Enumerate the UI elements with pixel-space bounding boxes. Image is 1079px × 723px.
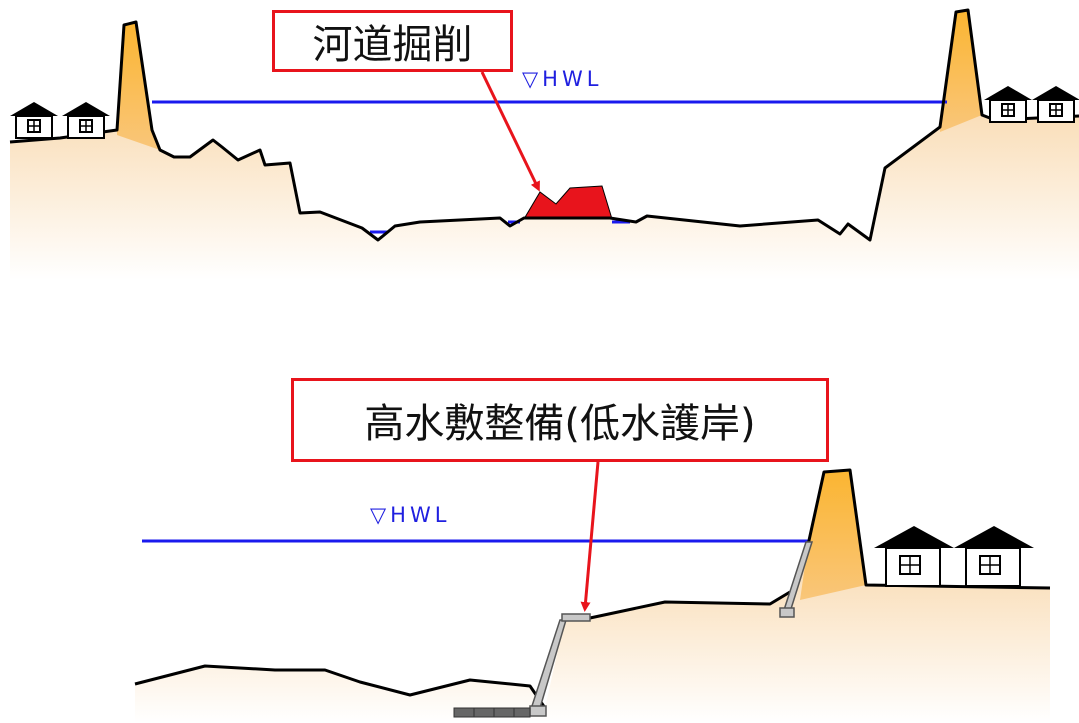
floodplain-improvement-callout: 高水敷整備(低水護岸) <box>291 378 829 462</box>
top-cross-section <box>9 8 1079 280</box>
top-ground-fill <box>10 10 1079 280</box>
revetment-toe <box>529 705 547 717</box>
bottom-ground-outline-upper <box>589 590 791 620</box>
bottom-hwl-label: ▽HWL <box>370 503 451 527</box>
house-icon <box>62 102 110 139</box>
river-excavation-label: 河道掘削 <box>312 22 473 68</box>
excavation-area <box>523 185 613 220</box>
top-hwl-label: ▽HWL <box>522 67 603 91</box>
house-icon <box>954 526 1034 587</box>
bottom-callout-arrow <box>580 461 600 612</box>
floodplain-improvement-label: 高水敷整備(低水護岸) <box>364 401 756 447</box>
house-icon <box>10 102 58 139</box>
foot-protection-blocks <box>453 707 531 718</box>
bottom-cross-section <box>134 461 1051 723</box>
revetment-crown <box>561 613 591 622</box>
house-icon <box>874 526 954 587</box>
top-callout-arrow <box>480 71 540 192</box>
house-icon <box>1032 86 1079 123</box>
house-icon <box>984 86 1032 123</box>
river-excavation-callout: 河道掘削 <box>272 10 513 72</box>
bottom-levee <box>800 470 866 600</box>
top-ground-outline <box>9 8 1079 242</box>
levee-revetment-toe <box>779 607 795 618</box>
bottom-ground-outline <box>134 664 547 709</box>
